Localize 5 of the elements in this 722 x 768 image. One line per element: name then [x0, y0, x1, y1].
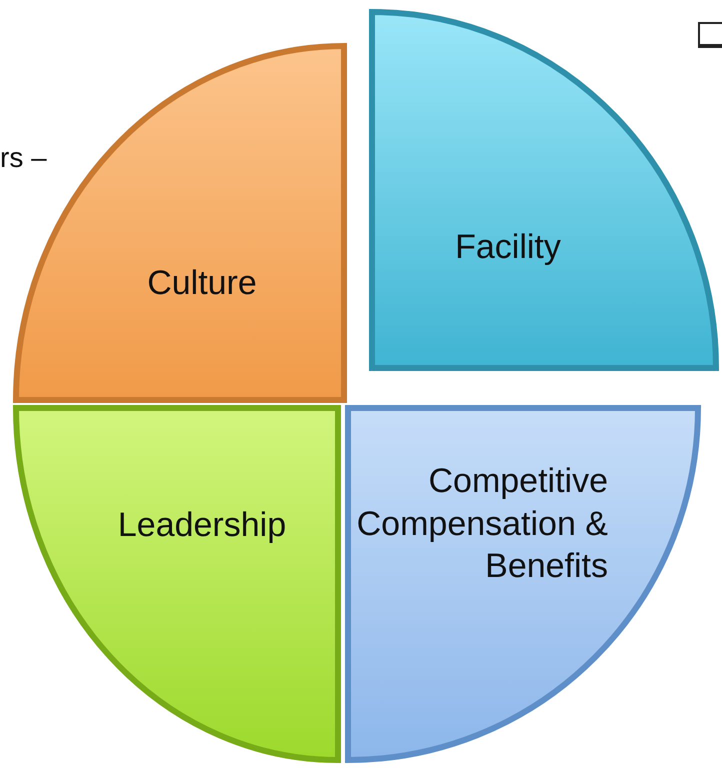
segment-label: Competitive Compensation & Benefits [356, 461, 608, 587]
segment-label: Facility [454, 227, 562, 268]
segment-label: Leadership [116, 505, 288, 546]
text-fragment: rs – [0, 142, 47, 174]
segment-label: Culture [146, 263, 258, 304]
